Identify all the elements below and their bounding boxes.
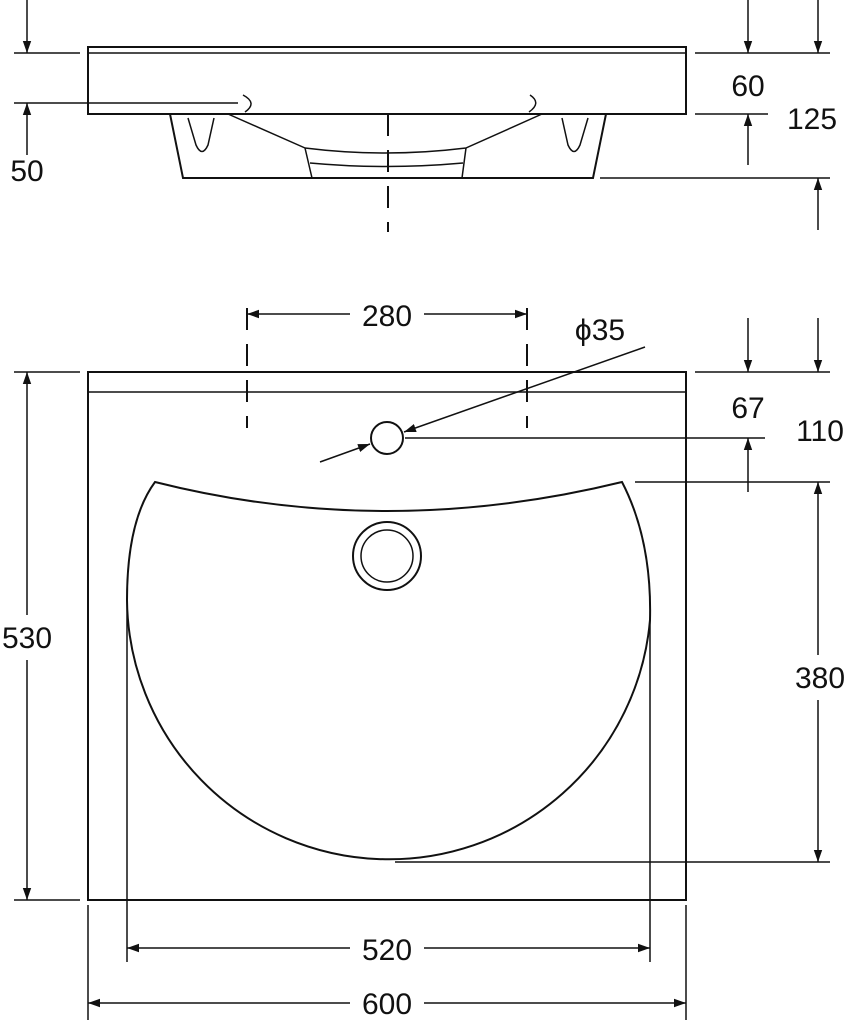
basin-outline — [87, 371, 687, 901]
plan-view: 280 ϕ35 67 110 380 530 520 600 — [2, 300, 845, 1021]
dim-total-height: 125 — [787, 103, 837, 136]
overflow-hooks — [242, 94, 537, 113]
dim-tap-hole: ϕ35 — [575, 314, 625, 347]
drain-inner — [360, 529, 414, 583]
dim-overflow: 50 — [10, 155, 43, 188]
dim-bowl-depth: 380 — [795, 662, 845, 695]
dim-depth: 530 — [2, 622, 52, 655]
rim-outline — [87, 46, 687, 115]
dim-rim-height: 60 — [731, 70, 764, 103]
tap-hole — [370, 421, 404, 455]
dim-bowl-width: 520 — [362, 934, 412, 967]
dim-tap-offset: 67 — [731, 392, 764, 425]
bowl — [125, 480, 652, 861]
dim-front-offset: 110 — [796, 415, 844, 448]
drain-outer — [352, 521, 422, 591]
bowl-outline — [169, 113, 607, 179]
slot-left — [187, 117, 215, 153]
dim-tap-spacing: 280 — [362, 300, 412, 333]
side-view: 50 60 125 — [10, 0, 837, 232]
dim-width: 600 — [362, 988, 412, 1021]
slot-right — [561, 117, 589, 153]
